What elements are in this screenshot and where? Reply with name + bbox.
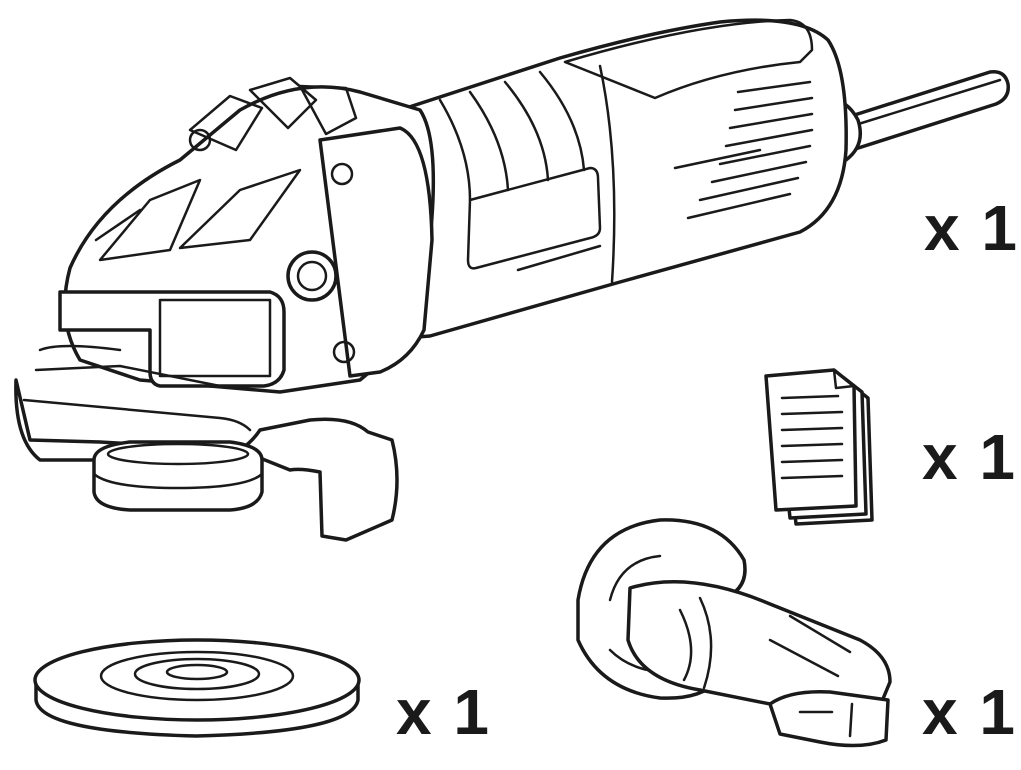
instruction-manual-quantity: x 1 (922, 421, 1017, 493)
side-handle-icon (576, 518, 892, 748)
angle-grinder-quantity: x 1 (924, 192, 1019, 264)
grinding-disc-icon (33, 638, 361, 738)
angle-grinder-icon (14, 18, 1010, 542)
grinding-disc-quantity: x 1 (396, 676, 491, 748)
side-handle-quantity: x 1 (922, 676, 1017, 748)
instruction-manual-icon (764, 368, 874, 526)
